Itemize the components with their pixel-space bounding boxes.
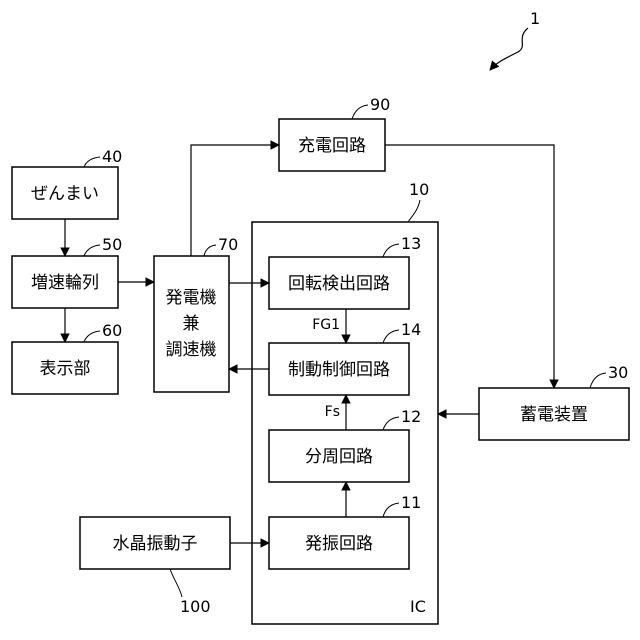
brake-ctrl-ref-leader (383, 330, 399, 343)
generator-label-line3: 調速機 (166, 340, 217, 360)
divider-ref: 12 (401, 407, 421, 426)
figure-ref-arrow (490, 28, 528, 70)
storage-ref-leader (590, 373, 606, 388)
oscillator-ref: 11 (401, 493, 421, 512)
mainspring-ref: 40 (102, 147, 122, 166)
rotation-ref-leader (383, 244, 399, 257)
rotation-ref: 13 (401, 234, 421, 253)
generator-label-line1: 発電機 (166, 288, 217, 308)
oscillator-ref-leader (383, 503, 399, 517)
storage-label: 蓄電装置 (520, 405, 588, 425)
generator-label-line2: 兼 (183, 314, 200, 334)
crystal-ref-leader (170, 569, 182, 597)
figure-ref-label: 1 (530, 9, 540, 28)
generator-ref-leader (204, 245, 216, 256)
ic-ref-leader (408, 200, 420, 222)
display-ref: 60 (102, 321, 122, 340)
ic-ref: 10 (409, 180, 429, 199)
charging-ref-leader (352, 105, 368, 119)
gear-train-label: 増速輪列 (31, 273, 99, 293)
signal-fg1-label: FG1 (312, 317, 340, 333)
divider-ref-leader (383, 417, 399, 430)
ic-label: IC (410, 597, 426, 616)
brake-ctrl-label: 制動制御回路 (288, 360, 390, 380)
crystal-label: 水晶振動子 (113, 534, 198, 554)
display-ref-leader (84, 331, 100, 342)
rotation-label: 回転検出回路 (288, 274, 390, 294)
gear-train-ref: 50 (102, 235, 122, 254)
charging-label: 充電回路 (298, 136, 366, 156)
oscillator-label: 発振回路 (305, 534, 373, 554)
generator-ref: 70 (218, 235, 238, 254)
display-label: 表示部 (40, 359, 91, 379)
crystal-ref: 100 (180, 597, 211, 616)
storage-ref: 30 (608, 363, 628, 382)
signal-fs-label: Fs (325, 404, 340, 420)
divider-label: 分周回路 (305, 447, 373, 467)
mainspring-ref-leader (84, 157, 100, 167)
gear-train-ref-leader (84, 245, 100, 256)
mainspring-label: ぜんまい (31, 184, 99, 204)
charging-ref: 90 (370, 95, 390, 114)
brake-ctrl-ref: 14 (401, 320, 421, 339)
